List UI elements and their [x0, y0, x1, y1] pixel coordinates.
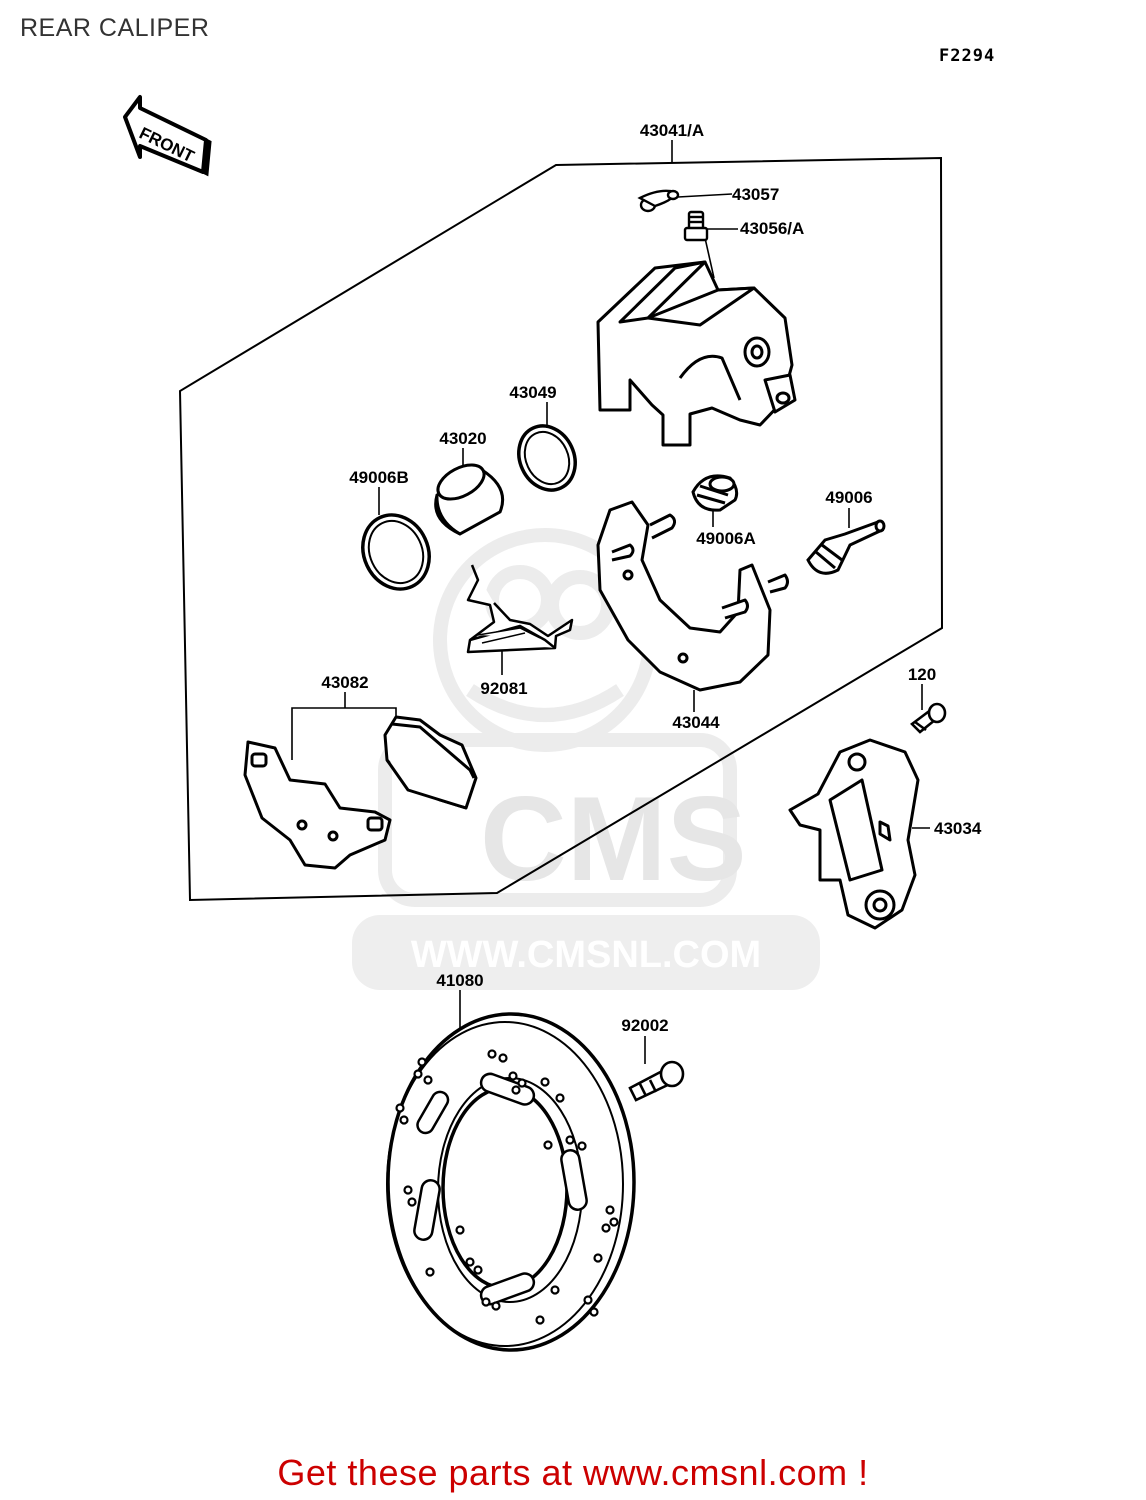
brake-disc	[386, 1012, 636, 1352]
parts-diagram: CMS WWW.CMSNL.COM FRONT	[123, 95, 982, 1352]
slide-pin	[806, 519, 886, 575]
part-label-41080: 41080	[436, 971, 483, 990]
front-arrow-icon: FRONT	[123, 95, 212, 177]
part-label-43056-a: 43056/A	[740, 219, 804, 238]
part-label-43082: 43082	[321, 673, 368, 692]
part-label-92002: 92002	[621, 1016, 668, 1035]
diagram-code: F2294	[939, 46, 996, 66]
part-label-43049: 43049	[509, 383, 556, 402]
part-label-43020: 43020	[439, 429, 486, 448]
part-label-43057: 43057	[732, 185, 779, 204]
watermark-url: WWW.CMSNL.COM	[411, 934, 761, 976]
bolt-120	[910, 702, 947, 734]
page-title: REAR CALIPER	[20, 14, 210, 42]
part-label-120: 120	[908, 665, 936, 684]
brake-pads	[243, 715, 478, 870]
caliper-bracket	[596, 500, 789, 692]
boot	[691, 474, 739, 512]
caliper-body	[596, 260, 797, 447]
promo-link[interactable]: Get these parts at www.cmsnl.com !	[277, 1452, 869, 1493]
part-label-43034: 43034	[934, 819, 982, 838]
part-label-92081: 92081	[480, 679, 527, 698]
part-label-43041-a: 43041/A	[640, 121, 704, 140]
caliper-kit-outline	[178, 156, 944, 902]
pad-spring	[466, 564, 574, 654]
caliper-holder	[788, 738, 920, 930]
bleed-valve	[683, 210, 709, 242]
part-label-49006a: 49006A	[696, 529, 756, 548]
part-label-49006b: 49006B	[349, 468, 409, 487]
part-label-43044: 43044	[672, 713, 720, 732]
dust-seal	[361, 513, 431, 591]
bolt-92002	[628, 1060, 685, 1102]
watermark-url-bar	[352, 915, 820, 990]
piston	[434, 463, 505, 536]
bleed-cap	[637, 189, 680, 213]
piston-seal	[517, 424, 577, 492]
part-labels: 43041/A 43057 43056/A 43049 43020 49006B…	[321, 121, 981, 1035]
leader-lines	[291, 140, 930, 1064]
part-label-49006: 49006	[825, 488, 872, 507]
watermark-brand: CMS	[480, 772, 747, 906]
